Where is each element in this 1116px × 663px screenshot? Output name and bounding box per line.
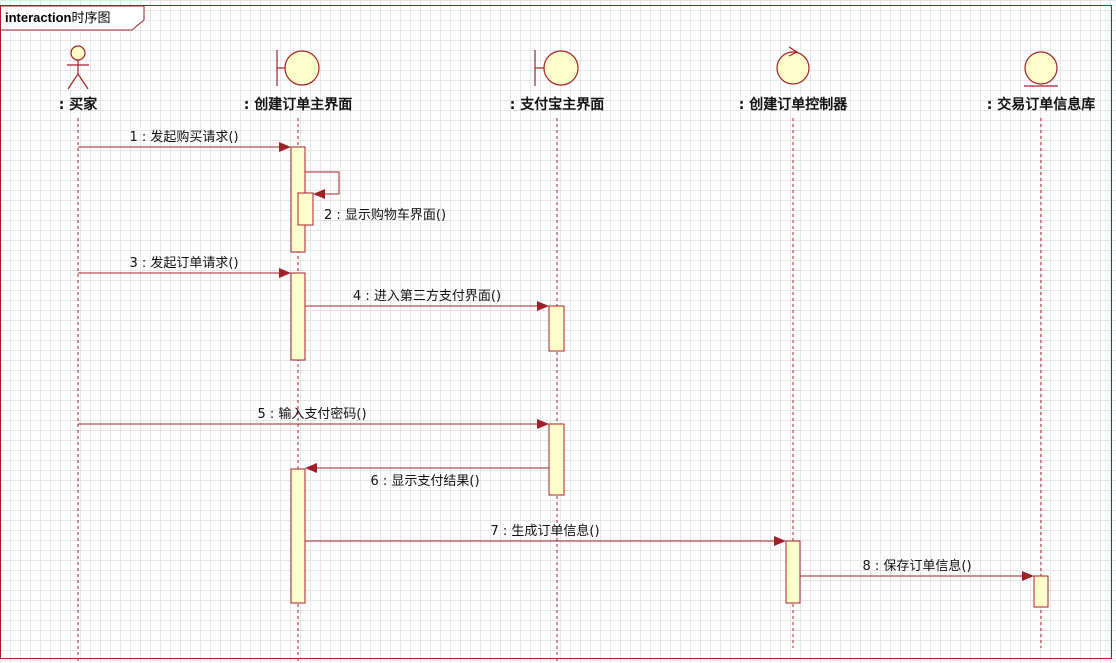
lifeline-label-alipay-ui: : 支付宝主界面 [509,97,605,113]
activation-bar [548,423,565,496]
frame-label: 时序图 [71,11,111,26]
message-label: 7 : 生成订单信息() [490,524,600,539]
message-label: 2 : 显示购物车界面() [323,208,447,223]
boundary-icon [276,50,320,86]
lifeline-label-buyer: : 买家 [58,97,98,113]
boundary-icon [534,50,579,86]
entity-icon [1024,51,1058,87]
lifeline-label-order-db: : 交易订单信息库 [986,97,1096,113]
activation-bar [785,540,801,604]
actor-icon [67,45,89,90]
message-label: 4 : 进入第三方支付界面() [352,289,502,304]
message-label: 3 : 发起订单请求() [129,256,239,271]
lifeline-label-order-controller: : 创建订单控制器 [738,97,848,113]
message-label: 1 : 发起购买请求() [129,130,239,145]
activation-bar [290,468,306,604]
interaction-frame [0,5,1112,659]
activation-bar [297,192,314,226]
control-icon [776,46,810,85]
frame-title: interaction时序图 [0,5,110,30]
frame-tab-shape [1,5,145,31]
activation-bar [290,272,306,361]
activation-bar [548,305,565,352]
lifeline-label-order-ui: : 创建订单主界面 [243,97,353,113]
activation-bar [1033,575,1049,608]
message-label: 8 : 保存订单信息() [862,559,972,574]
frame-name: interaction [5,10,72,25]
message-label: 5 : 输入支付密码() [257,407,367,422]
message-label: 6 : 显示支付结果() [370,474,480,489]
message-arrow [305,171,340,199]
